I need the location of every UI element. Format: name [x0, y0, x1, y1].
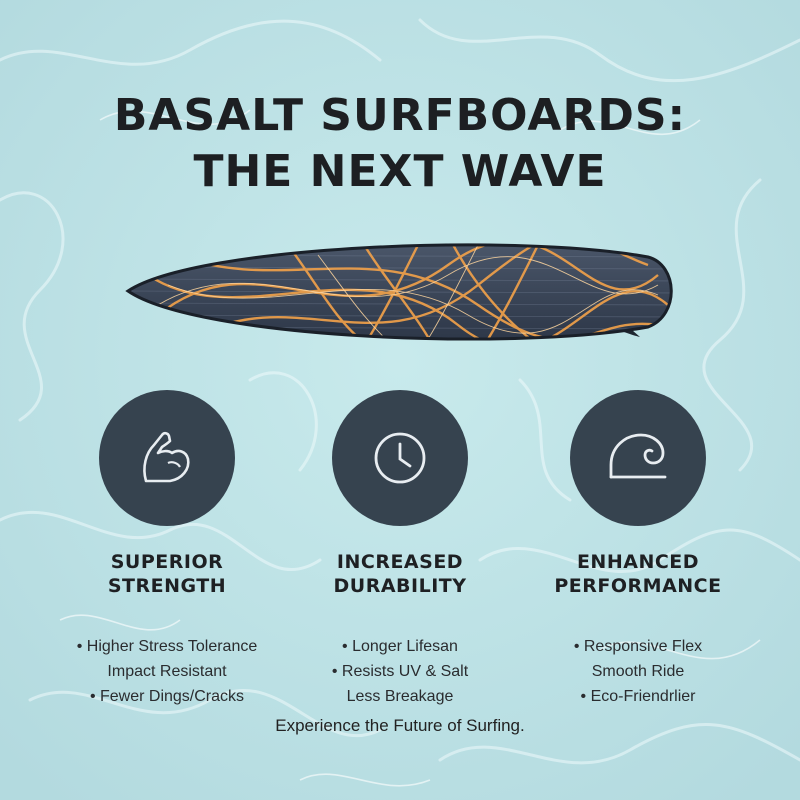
list-item: • Higher Stress Tolerance — [76, 638, 258, 655]
list-item: Less Breakage — [346, 688, 454, 705]
flexed-arm-icon — [143, 431, 190, 483]
list-item: • Eco-Friendrlier — [580, 688, 696, 705]
feature-badge — [570, 390, 706, 526]
feature-badge — [99, 390, 235, 526]
feature-title-line2: STRENGTH — [107, 575, 227, 597]
wave-icon — [609, 433, 667, 479]
page-title-line1: BASALT SURFBOARDS: — [113, 90, 687, 141]
list-item: • Longer Lifesan — [342, 638, 458, 655]
feature-title-line2: PERFORMANCE — [554, 575, 722, 597]
list-item: • Resists UV & Salt — [331, 663, 469, 680]
feature-title-line1: SUPERIOR — [110, 551, 224, 573]
list-item: Smooth Ride — [591, 663, 685, 680]
list-item: Impact Resistant — [107, 663, 227, 680]
page-title-line2: THE NEXT WAVE — [193, 146, 607, 197]
feature-performance: ENHANCED PERFORMANCE • Responsive Flex S… — [528, 390, 748, 709]
feature-title-line1: ENHANCED — [576, 551, 700, 573]
feature-badge — [332, 390, 468, 526]
list-item: • Responsive Flex — [573, 638, 703, 655]
feature-bullet-list: • Higher Stress Tolerance Impact Resista… — [57, 634, 277, 709]
feature-strength: SUPERIOR STRENGTH • Higher Stress Tolera… — [57, 390, 277, 709]
basalt-surfboard-illustration — [125, 243, 673, 341]
clock-icon — [374, 432, 426, 484]
tagline: Experience the Future of Surfing. — [275, 716, 525, 735]
list-item: • Fewer Dings/Cracks — [89, 688, 245, 705]
feature-durability: INCREASED DURABILITY • Longer Lifesan • … — [290, 390, 510, 709]
feature-title-line1: INCREASED — [336, 551, 464, 573]
feature-bullet-list: • Responsive Flex Smooth Ride • Eco-Frie… — [528, 634, 748, 709]
feature-bullet-list: • Longer Lifesan • Resists UV & Salt Les… — [290, 634, 510, 709]
feature-title-line2: DURABILITY — [333, 575, 467, 597]
